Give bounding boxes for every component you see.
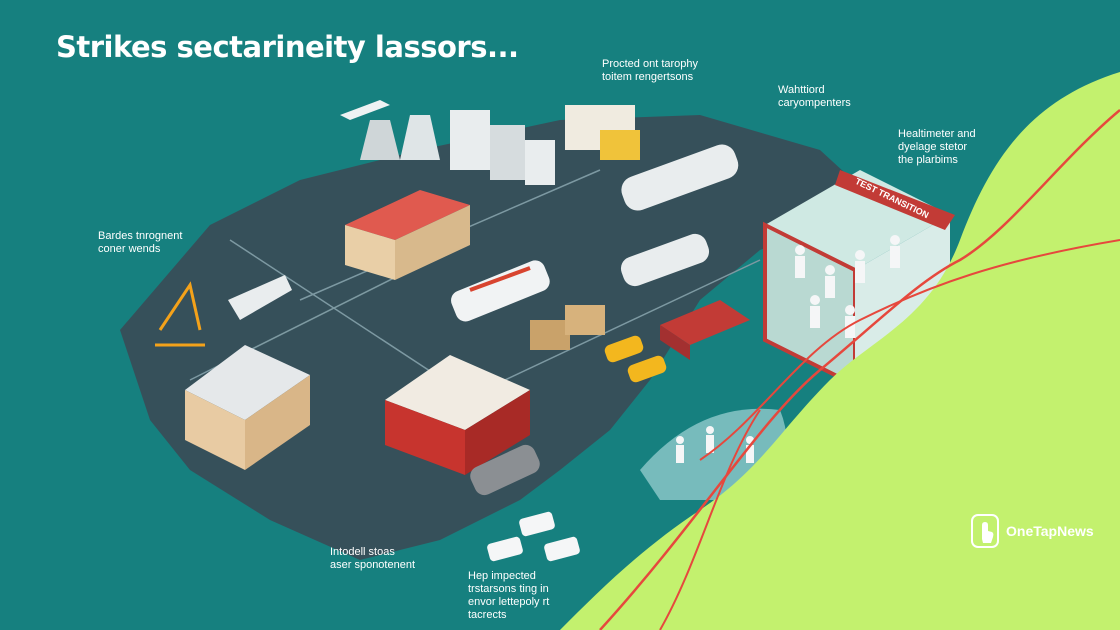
brand-name: OneTapNews [1006,523,1094,539]
yellow-truck [565,105,640,160]
road-network [120,115,880,560]
red-curve-3 [659,409,761,630]
tap-hand-icon [971,514,999,548]
crates [530,305,605,350]
scaffolding [155,281,205,347]
callout-bottom-left: Intodell stoas aser sponotenent [330,546,416,571]
red-roof-building [345,190,470,280]
large-warehouse [185,345,310,470]
ambulance-3 [544,536,580,562]
brand-badge[interactable]: OneTapNews [970,513,1094,549]
red-curve-1 [599,109,1120,630]
green-wave-overlay [560,72,1120,630]
tanker-truck-2 [620,233,710,287]
callout-top-right: Wahttiord caryompenters [778,84,851,109]
truck-white [451,260,550,322]
callout-top-center: Procted ont tarophy toitem rengertsons [602,58,699,83]
callout-bottom-center: Hep impected trstarsons ting in envor le… [468,570,550,621]
tanker-truck-1 [621,144,739,211]
callout-right: Healtimeter and dyelage stetor the plarb… [898,128,976,166]
ambulance-1 [519,511,555,537]
taxi-1 [604,335,644,363]
train [228,275,292,320]
taxi-2 [627,355,667,383]
callout-left: Bardes tnrognent coner wends [98,230,183,255]
red-brick-building [385,355,530,475]
red-curve-2 [699,239,1120,461]
headline: Strikes sectarineity lassors... [56,30,519,64]
red-cargo-building [660,300,750,360]
ambulance-2 [487,536,523,562]
white-warehouses [450,110,555,185]
cement-truck [470,444,540,496]
